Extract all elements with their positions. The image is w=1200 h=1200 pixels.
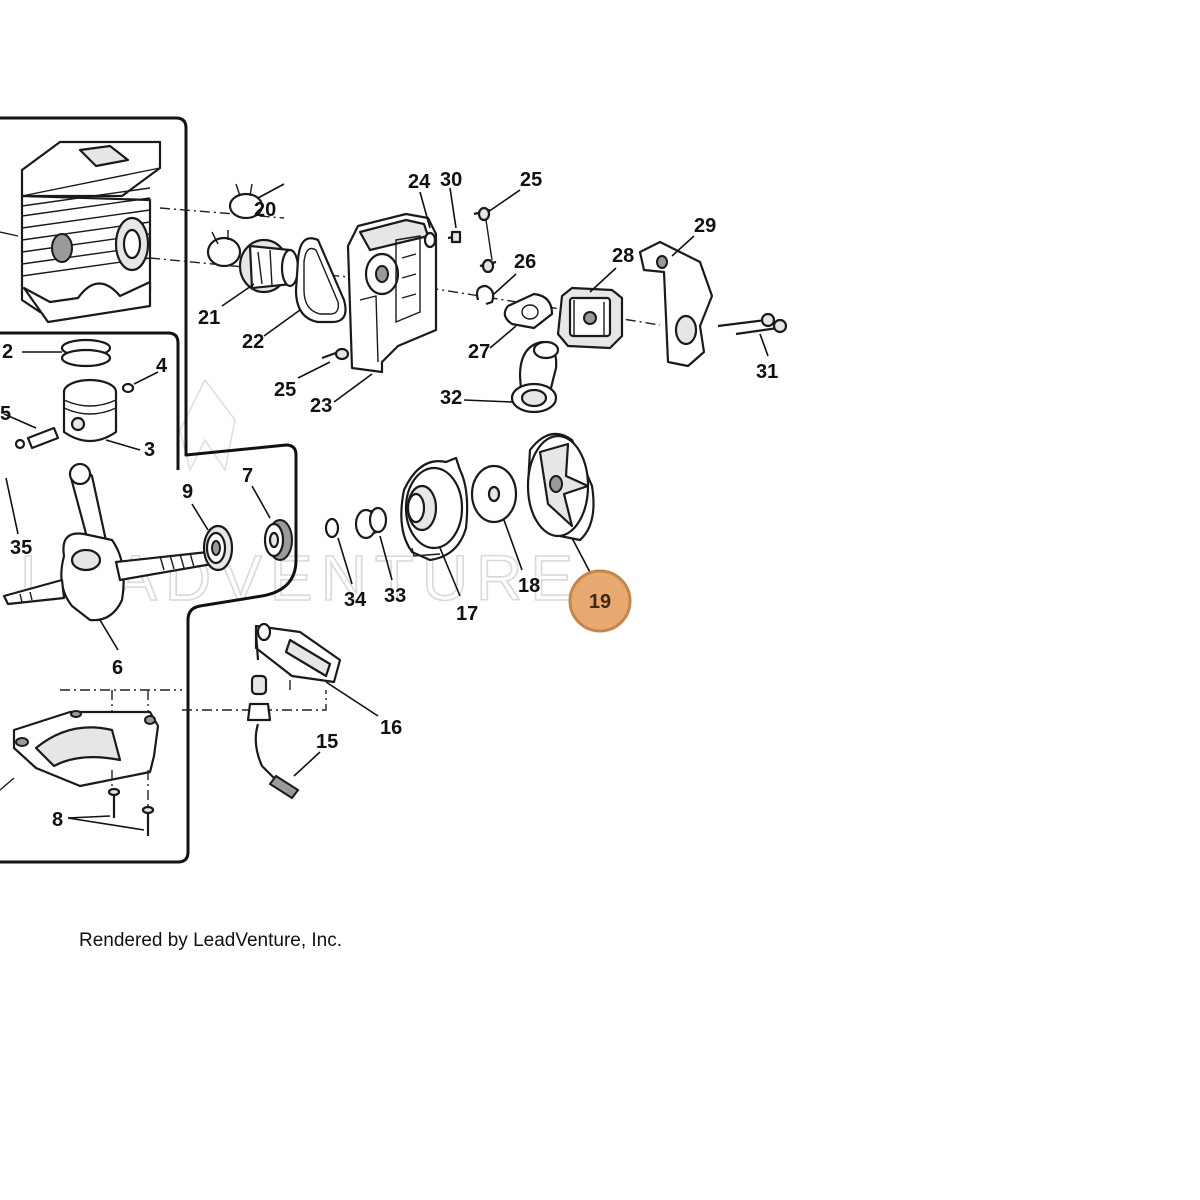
callout-33: 33 [384,585,406,607]
ignition-module-part [254,622,342,684]
callout-4: 4 [156,355,168,377]
callout-23: 23 [310,395,332,417]
callout-27: 27 [468,341,490,363]
section-frame [0,116,298,864]
callout-34: 34 [344,589,367,611]
callout-17: 17 [456,603,478,625]
callout-35: 35 [10,537,32,559]
callout-31: 31 [756,361,778,383]
callout-16: 16 [380,717,402,739]
callout-19: 19 [589,591,611,613]
gasket-part [294,237,347,324]
watermark-logo-icon [179,378,236,473]
callout-30: 30 [440,169,462,191]
bearing-part [202,524,234,572]
bushing-part [354,506,388,540]
clamp-part [206,183,264,268]
clutch-drum-part [400,456,469,562]
screw-pair-part [473,206,497,274]
callout-2: 2 [2,341,13,363]
callout-7: 7 [242,465,253,487]
washer-part [423,231,437,249]
callout-19-highlight[interactable]: 19 [568,569,632,633]
clutch-plate-washer-part [470,464,518,524]
callout-20: 20 [254,199,276,221]
rendered-by-credit: Rendered by LeadVenture, Inc. [79,930,343,951]
clutch-assembly-part [526,432,595,542]
callout-26: 26 [514,251,536,273]
oil-seal-part [263,519,293,561]
spark-plug-lead-part [246,674,300,800]
circlip-part [475,284,495,306]
bracket-plate-part [346,212,438,374]
fuel-fitting-part [510,340,560,414]
piston-rings-part [60,338,112,368]
carb-bracket-part [638,240,714,368]
carb-gasket-part [503,292,554,330]
callout-25-lower: 25 [274,379,296,401]
callout-29: 29 [694,215,716,237]
crankcase-part [12,710,160,788]
carburetor-part [556,286,624,350]
piston-part [62,378,118,443]
crankcase-screws-part [107,787,155,836]
piston-circlip-part [121,382,135,394]
callout-5: 5 [0,403,11,425]
cylinder-part [20,140,162,324]
callout-8: 8 [52,809,63,831]
callout-9: 9 [182,481,193,503]
callout-25-upper: 25 [520,169,542,191]
callout-24: 24 [408,171,431,193]
callout-22: 22 [242,331,264,353]
axis-line-cylinder [159,207,285,219]
callout-6: 6 [112,657,123,679]
callout-3: 3 [144,439,155,461]
piston-pin-part [14,426,60,450]
small-screw-part [447,230,462,244]
callout-28: 28 [612,245,634,267]
intake-manifold-part [238,238,300,294]
screw-part [321,347,350,361]
crankshaft-part [2,462,214,622]
callout-21: 21 [198,307,220,329]
callout-32: 32 [440,387,462,409]
inner-frame [0,331,180,470]
clutch-washer-part [324,517,340,539]
bolt-pair-part [717,312,788,336]
callout-15: 15 [316,731,338,753]
callout-18: 18 [518,575,540,597]
